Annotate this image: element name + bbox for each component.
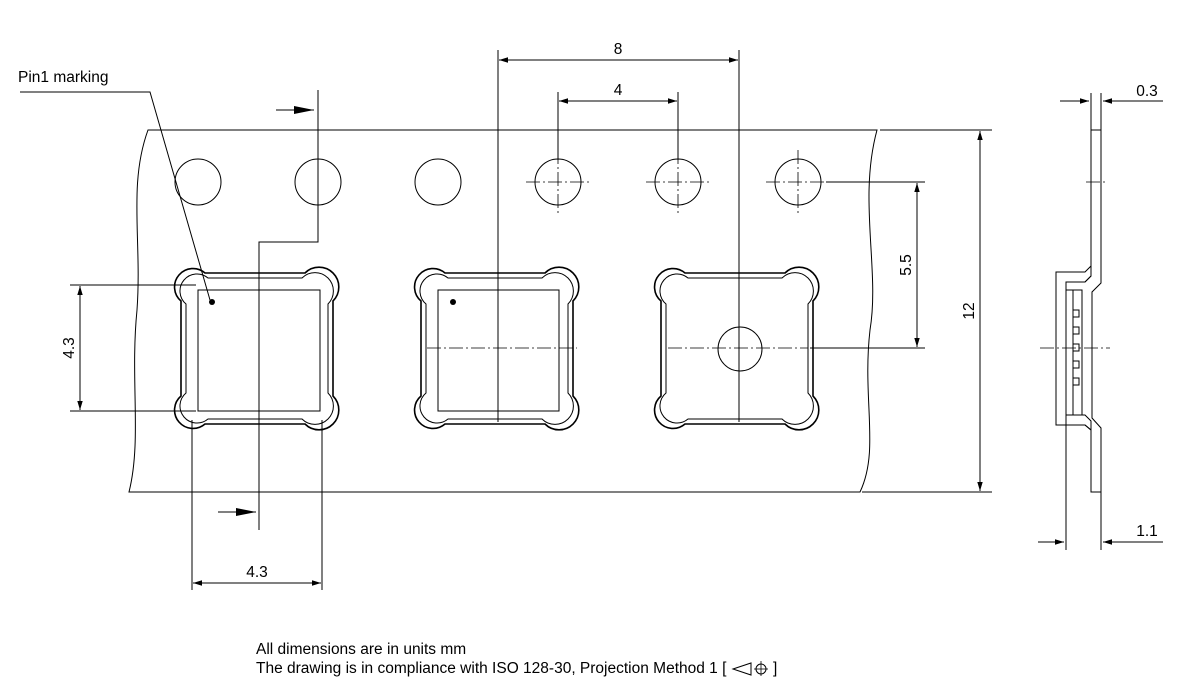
dim-pitch-value: 8 [614, 41, 623, 58]
dimension-tape-thickness-0-3: 0.3 [1060, 83, 1163, 130]
dimension-pocket-width-4-3: 4.3 [191, 420, 323, 590]
iso-note-end: ] [773, 660, 778, 677]
pocket-hole [717, 326, 763, 372]
sprocket-hole [414, 158, 462, 206]
side-section-view [1040, 129, 1110, 493]
dim-tape-thickness-value: 0.3 [1136, 83, 1158, 100]
units-note: All dimensions are in units mm [256, 641, 467, 658]
dim-tape-width-value: 12 [961, 302, 978, 319]
dim-pocket-depth-value: 1.1 [1136, 523, 1158, 540]
section-cut-line [218, 90, 319, 530]
pin1-dot [450, 299, 456, 305]
iso-note: The drawing is in compliance with ISO 12… [256, 660, 777, 678]
pin1-leader: Pin1 marking [18, 69, 211, 301]
dimension-pitch-8: 8 [497, 41, 740, 422]
dimension-hole-pitch-4: 4 [557, 82, 679, 160]
dimension-hole-offset-5-5: 5.5 [810, 181, 925, 349]
dimension-pocket-depth-1-1: 1.1 [1038, 425, 1163, 550]
pin1-dot [209, 299, 215, 305]
projection-method-icon [731, 661, 768, 676]
pin1-label: Pin1 marking [18, 69, 108, 86]
pocket-2 [413, 266, 580, 431]
dimension-tape-width-12: 12 [862, 129, 992, 493]
dim-hole-pitch-value: 4 [614, 82, 623, 99]
dim-pocket-width-value: 4.3 [246, 564, 268, 581]
hole-centerlines [317, 150, 830, 215]
dimension-pocket-height-4-3: 4.3 [61, 284, 196, 412]
pocket-3-empty [653, 266, 820, 431]
dim-pocket-height-value: 4.3 [61, 337, 78, 359]
iso-note-text: The drawing is in compliance with ISO 12… [256, 660, 727, 677]
pocket-centerlines [258, 270, 808, 455]
pocket-1 [173, 266, 340, 431]
carrier-tape-outline [128, 129, 878, 493]
dim-hole-offset-value: 5.5 [898, 254, 915, 276]
sprocket-hole [174, 158, 222, 206]
